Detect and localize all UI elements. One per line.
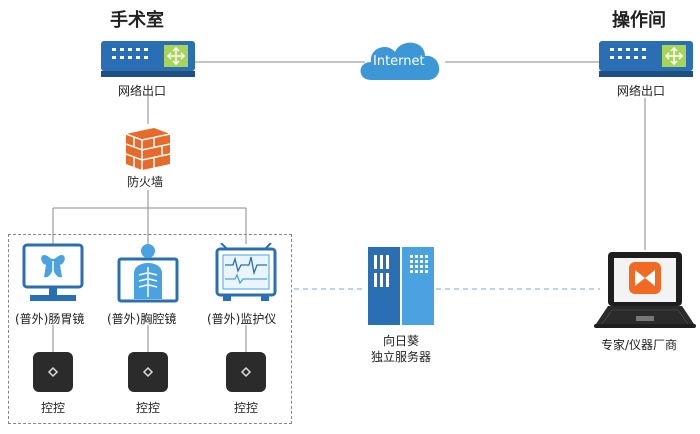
thyroid-monitor-icon [22,243,86,309]
chest-xray-icon [117,243,181,311]
laptop-icon [592,250,698,334]
router-icon-left [100,40,196,84]
server-label-line2: 独立服务器 [371,350,432,364]
device-label-3: (普外)监护仪 [207,312,277,326]
control-room-title: 操作间 [612,10,666,31]
control-box-3 [226,352,266,392]
control-box-label-2: 控控 [136,401,161,415]
operating-room-title: 手术室 [110,10,164,31]
control-box-label-1: 控控 [41,401,66,415]
laptop-label: 专家/仪器厂商 [601,338,678,352]
router-label-right: 网络出口 [617,84,666,98]
device-group-box [8,234,292,424]
control-box-1 [33,352,73,392]
vital-monitor-icon [215,242,279,309]
router-label-left: 网络出口 [118,84,167,98]
control-box-label-3: 控控 [234,401,259,415]
control-box-2 [128,352,168,392]
internet-label: Internet [373,54,425,69]
device-label-2: (普外)胸腔镜 [107,312,177,326]
device-label-1: (普外)肠胃镜 [15,312,85,326]
internet-cloud: Internet [353,32,447,92]
router-icon-right [598,40,694,84]
firewall-icon [124,124,172,176]
server-icon [366,245,436,331]
firewall-label: 防火墙 [127,175,164,189]
server-label-line1: 向日葵 [383,334,420,348]
